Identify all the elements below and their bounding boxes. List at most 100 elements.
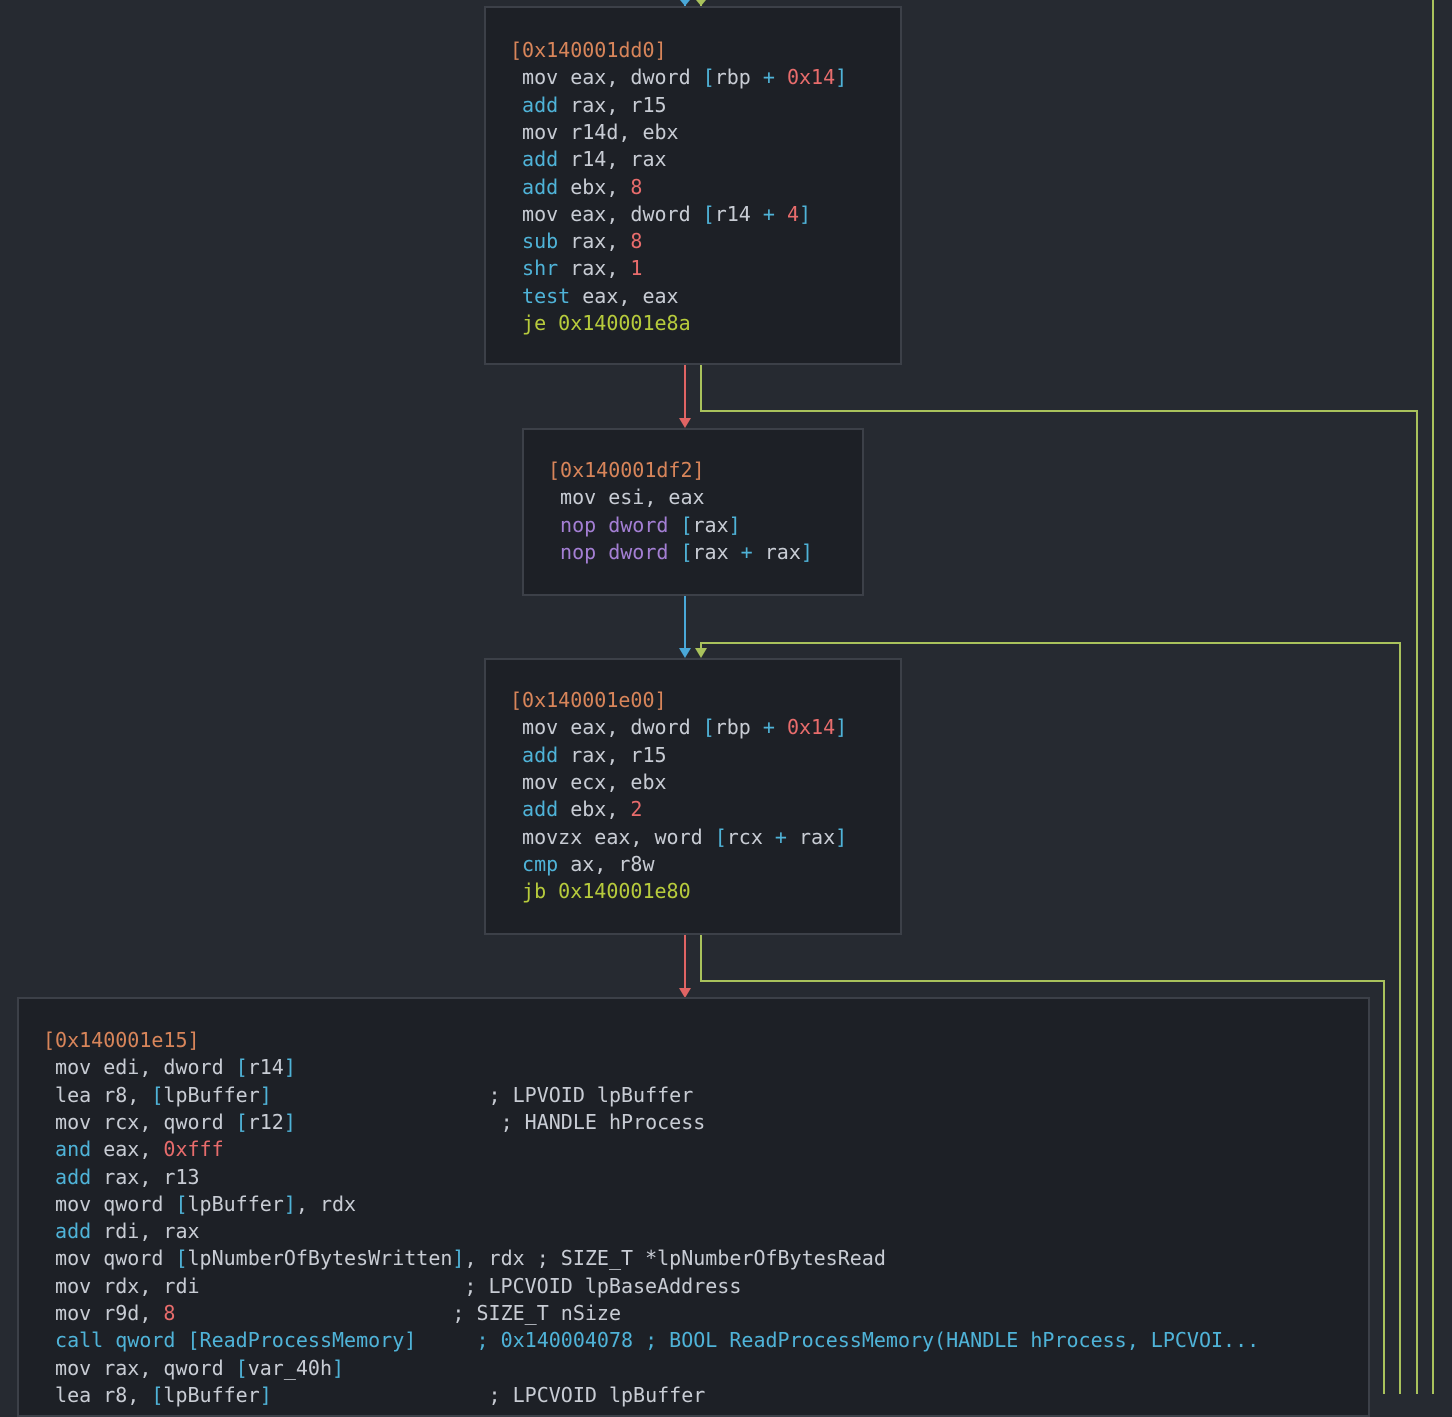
token-op: ] xyxy=(835,715,848,740)
token-plain: r14 xyxy=(247,1055,284,1080)
instruction-line[interactable]: nop dword [rax + rax] xyxy=(548,538,813,566)
token-plain: ; HANDLE hProcess xyxy=(295,1109,706,1134)
instruction-line[interactable]: lea r8, [lpBuffer] ; LPCVOID lpBuffer xyxy=(43,1381,705,1409)
instruction-line[interactable]: nop dword [rax] xyxy=(548,511,741,539)
edge-arrowhead xyxy=(679,418,691,428)
instruction-line[interactable]: mov eax, dword [r14 + 4] xyxy=(510,200,811,228)
token-ar: add xyxy=(510,797,559,822)
edge-true-e00-to-e80 xyxy=(700,934,1385,1394)
instruction-line[interactable]: add rax, r15 xyxy=(510,741,667,769)
token-jmp: je 0x140001e8a xyxy=(510,311,691,335)
token-ar: shr xyxy=(510,256,559,281)
token-op: ] xyxy=(332,1355,345,1380)
token-ar: ; 0x140004078 ; BOOL ReadProcessMemory(H… xyxy=(416,1328,1260,1353)
token-ar: add xyxy=(510,92,559,117)
token-ar: call qword xyxy=(43,1328,188,1353)
instruction-line[interactable]: add ebx, 2 xyxy=(510,795,642,823)
block-address-label[interactable]: [0x140001dd0] xyxy=(510,36,667,64)
token-op: [ xyxy=(680,539,693,564)
token-plain: lea r8, xyxy=(43,1082,152,1107)
basic-block-140001e15[interactable]: [0x140001e15] mov edi, dword [r14] lea r… xyxy=(17,997,1370,1417)
instruction-line[interactable]: mov eax, dword [rbp + 0x14] xyxy=(510,713,847,741)
edge-true-dd0-to-e8a xyxy=(700,364,1418,1394)
token-plain: , rdx ; SIZE_T *lpNumberOfBytesRead xyxy=(464,1246,886,1271)
instruction-line[interactable]: mov rcx, qword [r12] ; HANDLE hProcess xyxy=(43,1108,705,1136)
token-num: 2 xyxy=(630,797,643,822)
token-ar: add xyxy=(510,147,559,172)
token-op: + xyxy=(762,715,775,740)
token-plain: rax xyxy=(692,539,741,564)
token-plain: ebx, xyxy=(558,797,631,822)
basic-block-140001dd0[interactable]: [0x140001dd0] mov eax, dword [rbp + 0x14… xyxy=(484,6,902,365)
instruction-line[interactable]: call qword [ReadProcessMemory] ; 0x14000… xyxy=(43,1326,1259,1354)
token-op: ] xyxy=(283,1191,296,1216)
token-plain: ax, r8w xyxy=(558,851,655,876)
token-num: 4 xyxy=(774,201,800,226)
token-plain: movzx eax, word xyxy=(510,824,715,849)
edge-arrowhead xyxy=(679,988,691,998)
edge-arrowhead xyxy=(680,0,690,6)
block-address-label[interactable]: [0x140001df2] xyxy=(548,456,705,484)
instruction-line[interactable]: mov eax, dword [rbp + 0x14] xyxy=(510,63,847,91)
token-plain: rax, xyxy=(558,256,631,281)
token-ar: ReadProcessMemory xyxy=(199,1328,405,1353)
instruction-line[interactable]: mov rdx, rdi ; LPCVOID lpBaseAddress xyxy=(43,1272,741,1300)
token-plain: ; SIZE_T nSize xyxy=(175,1301,621,1325)
token-op: [ xyxy=(235,1109,248,1134)
instruction-line[interactable]: mov ecx, ebx xyxy=(510,768,667,796)
token-op: [ xyxy=(702,65,715,90)
instruction-line[interactable]: mov r9d, 8 ; SIZE_T nSize xyxy=(43,1299,621,1327)
instruction-line[interactable]: and eax, 0xfff xyxy=(43,1135,224,1163)
token-jmp: jb 0x140001e80 xyxy=(510,879,691,904)
token-plain: mov qword xyxy=(43,1246,176,1271)
token-num: 1 xyxy=(630,256,643,281)
instruction-line[interactable]: shr rax, 1 xyxy=(510,254,642,282)
instruction-line[interactable]: mov qword [lpBuffer], rdx xyxy=(43,1190,356,1218)
block-address-label[interactable]: [0x140001e15] xyxy=(43,1026,200,1054)
basic-block-140001df2[interactable]: [0x140001df2] mov esi, eax nop dword [ra… xyxy=(522,428,864,596)
token-plain: rax, r13 xyxy=(91,1164,200,1189)
instruction-line[interactable]: add rax, r15 xyxy=(510,91,667,119)
instruction-line[interactable]: mov rax, qword [var_40h] xyxy=(43,1354,344,1382)
instruction-line[interactable]: add r14, rax xyxy=(510,145,667,173)
instruction-line[interactable]: cmp ax, r8w xyxy=(510,850,655,878)
token-op: [ xyxy=(187,1328,200,1353)
token-ar: add xyxy=(43,1219,92,1244)
instruction-line[interactable]: mov qword [lpNumberOfBytesWritten], rdx … xyxy=(43,1244,886,1272)
token-plain: lpBuffer xyxy=(187,1191,284,1216)
token-op: [ xyxy=(714,824,727,849)
instruction-line[interactable]: lea r8, [lpBuffer] ; LPVOID lpBuffer xyxy=(43,1081,693,1109)
instruction-line[interactable]: je 0x140001e8a xyxy=(510,309,691,337)
edge-loop-into-e00 xyxy=(700,642,1401,1394)
instruction-line[interactable]: add rax, r13 xyxy=(43,1163,200,1191)
basic-block-140001e00[interactable]: [0x140001e00] mov eax, dword [rbp + 0x14… xyxy=(484,658,902,935)
instruction-line[interactable]: jb 0x140001e80 xyxy=(510,877,691,905)
token-addr: [0x140001df2] xyxy=(548,458,705,482)
token-nop: nop dword xyxy=(548,512,681,537)
instruction-line[interactable]: test eax, eax xyxy=(510,282,679,310)
token-op: ] xyxy=(404,1328,417,1353)
token-num: 8 xyxy=(630,174,643,199)
token-plain: ebx, xyxy=(558,174,631,199)
block-address-label[interactable]: [0x140001e00] xyxy=(510,686,667,714)
token-plain: mov qword xyxy=(43,1191,176,1216)
instruction-line[interactable]: mov esi, eax xyxy=(548,483,705,511)
instruction-line[interactable]: mov r14d, ebx xyxy=(510,118,679,146)
instruction-line[interactable]: add ebx, 8 xyxy=(510,173,642,201)
instruction-line[interactable]: add rdi, rax xyxy=(43,1217,200,1245)
token-num: 0x14 xyxy=(774,65,836,90)
token-op: + xyxy=(762,65,775,90)
instruction-line[interactable]: sub rax, 8 xyxy=(510,227,642,255)
token-plain: mov eax, dword xyxy=(510,201,703,226)
instruction-line[interactable]: movzx eax, word [rcx + rax] xyxy=(510,823,847,851)
instruction-line[interactable]: mov edi, dword [r14] xyxy=(43,1053,296,1081)
token-plain: mov edi, dword xyxy=(43,1055,236,1080)
token-op: ] xyxy=(283,1055,296,1080)
token-plain: rax, xyxy=(558,229,631,254)
token-ar: sub xyxy=(510,229,559,254)
token-plain: , rdx xyxy=(295,1191,357,1216)
token-plain: r12 xyxy=(247,1109,284,1134)
edge-arrowhead xyxy=(695,648,707,658)
